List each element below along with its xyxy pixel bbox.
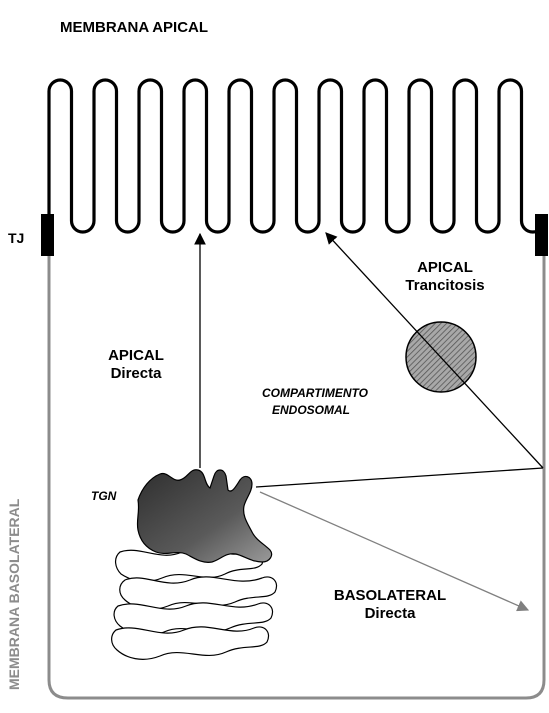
endosomal-line2: ENDOSOMAL — [262, 402, 368, 419]
tgn-organelle — [137, 470, 271, 563]
apical-direct-line2: Directa — [96, 365, 176, 383]
golgi-stack — [112, 549, 277, 659]
apical-transcytosis-line2: Trancitosis — [390, 277, 500, 295]
apical-direct-line1: APICAL — [96, 347, 176, 365]
basolateral-direct-line1: BASOLATERAL — [300, 587, 480, 605]
tight-junction-left — [41, 214, 54, 256]
apical-membrane-microvilli — [49, 80, 544, 254]
apical-transcytosis-label: APICAL Trancitosis — [390, 259, 500, 295]
endosomal-line1: COMPARTIMENTO — [262, 385, 368, 402]
apical-transcytosis-line1: APICAL — [390, 259, 500, 277]
apical-direct-label: APICAL Directa — [96, 347, 176, 383]
golgi-cisterna — [112, 627, 269, 659]
tight-junction-right — [535, 214, 548, 256]
tight-junction-label: TJ — [8, 230, 24, 247]
endosomal-compartment-label: COMPARTIMENTO ENDOSOMAL — [262, 385, 368, 419]
basolateral-membrane-label: MEMBRANA BASOLATERAL — [6, 390, 26, 690]
basolateral-direct-line2: Directa — [300, 605, 480, 623]
tgn-to-basolateral-line — [256, 468, 543, 487]
apical-membrane-label: MEMBRANA APICAL — [60, 19, 208, 37]
basolateral-direct-label: BASOLATERAL Directa — [300, 587, 480, 623]
tgn-label: TGN — [91, 489, 116, 503]
